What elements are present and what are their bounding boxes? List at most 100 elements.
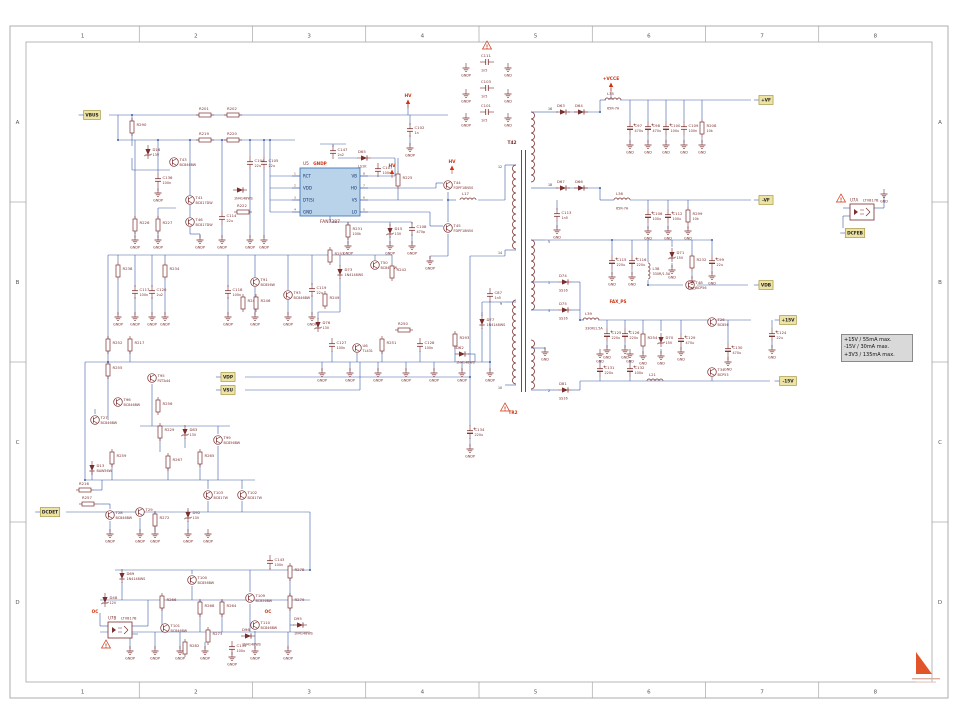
ground-gndp: GNDP [405, 143, 415, 157]
ground-gndp: GNDP [461, 63, 471, 77]
net-label-15v: +15V [774, 315, 797, 325]
svg-text:GND: GND [504, 73, 512, 77]
warning-icon: ! [499, 402, 511, 412]
svg-text:T45: T45 [453, 223, 462, 228]
power-symbol-hv: HV [404, 93, 412, 108]
svg-text:1n5: 1n5 [562, 216, 568, 220]
svg-text:D: D [938, 600, 942, 606]
svg-text:R273: R273 [213, 631, 223, 636]
svg-text:GNDP: GNDP [283, 322, 293, 326]
svg-text:R222: R222 [237, 203, 247, 208]
component-R282: R282 [182, 639, 200, 657]
svg-text:R202: R202 [227, 106, 237, 111]
note-line-2: -15V / 30mA max. [844, 344, 890, 351]
svg-text:D76: D76 [323, 320, 331, 325]
svg-text:GNDP: GNDP [259, 245, 269, 249]
ground-gndp: GNDP [307, 312, 317, 326]
svg-text:-VF: -VF [762, 198, 770, 204]
ground-gnd: GND [768, 345, 776, 359]
svg-text:7: 7 [760, 34, 764, 40]
svg-text:15V: 15V [677, 256, 684, 260]
svg-text:VDD: VDD [303, 186, 312, 191]
ground-gndp: GNDP [283, 646, 293, 660]
svg-text:GNDP: GNDP [401, 378, 411, 382]
ground-gnd: GND [688, 276, 696, 290]
svg-text:VB: VB [352, 174, 358, 179]
svg-text:100n: 100n [140, 293, 149, 297]
component-1N4148WS: 1N4148WS [233, 187, 253, 201]
component-R259: R259 [109, 449, 127, 467]
ground-gndp: GNDP [461, 113, 471, 127]
svg-text:GNDP: GNDP [317, 378, 327, 382]
svg-text:R254: R254 [648, 335, 658, 340]
svg-text:2: 2 [194, 34, 198, 40]
svg-text:U6: U6 [363, 343, 369, 348]
svg-text:7: 7 [363, 184, 365, 188]
component-R255: R255 [105, 361, 123, 379]
svg-text:C87: C87 [495, 290, 503, 295]
svg-text:TR2: TR2 [509, 410, 518, 415]
svg-text:R242: R242 [397, 267, 407, 272]
ground-gndp: GNDP [195, 235, 205, 249]
component-R251: R251 [379, 336, 397, 354]
svg-text:65R-7A: 65R-7A [607, 107, 620, 111]
svg-text:100u: 100u [673, 217, 682, 221]
svg-text:D95: D95 [294, 616, 302, 621]
ground-gndp: GNDP [317, 368, 327, 382]
svg-text:2n2: 2n2 [338, 153, 344, 157]
svg-text:GNDP: GNDP [227, 662, 237, 666]
ground-gndp: GNDP [175, 646, 185, 660]
ground-gndp: GNDP [457, 368, 467, 382]
svg-text:C118: C118 [233, 287, 243, 292]
svg-text:C107: C107 [383, 165, 393, 170]
svg-text:BC846BW: BC846BW [101, 421, 118, 425]
svg-text:R216: R216 [79, 481, 89, 486]
svg-text:D13: D13 [97, 463, 105, 468]
svg-text:C143: C143 [275, 557, 285, 562]
svg-text:BC856BW: BC856BW [256, 599, 273, 603]
svg-text:22u: 22u [317, 291, 323, 295]
svg-text:OC: OC [92, 609, 99, 614]
svg-text:C108: C108 [417, 224, 427, 229]
svg-text:C120: C120 [157, 287, 167, 292]
svg-text:470u: 470u [686, 341, 695, 345]
svg-text:GNDP: GNDP [130, 245, 140, 249]
component-R272: R272 [152, 511, 170, 529]
svg-text:A: A [938, 120, 942, 126]
svg-text:D64: D64 [575, 103, 583, 108]
svg-text:R279: R279 [295, 597, 305, 602]
svg-text:R256: R256 [163, 401, 173, 406]
ground-gnd: GND [668, 265, 676, 279]
svg-text:C147: C147 [338, 147, 348, 152]
svg-text:GNDP: GNDP [307, 322, 317, 326]
svg-text:22u: 22u [227, 219, 233, 223]
svg-text:!: ! [105, 643, 107, 649]
svg-text:220u: 220u [617, 263, 626, 267]
svg-text:T34: T34 [717, 367, 726, 372]
component-R267: R267 [165, 453, 183, 471]
svg-text:T28: T28 [115, 510, 124, 515]
svg-text:D74: D74 [559, 273, 567, 278]
svg-text:L36: L36 [616, 191, 624, 196]
svg-text:BC856: BC856 [718, 323, 729, 327]
ground-gnd: GND [626, 349, 634, 363]
svg-text:D48: D48 [110, 595, 118, 600]
